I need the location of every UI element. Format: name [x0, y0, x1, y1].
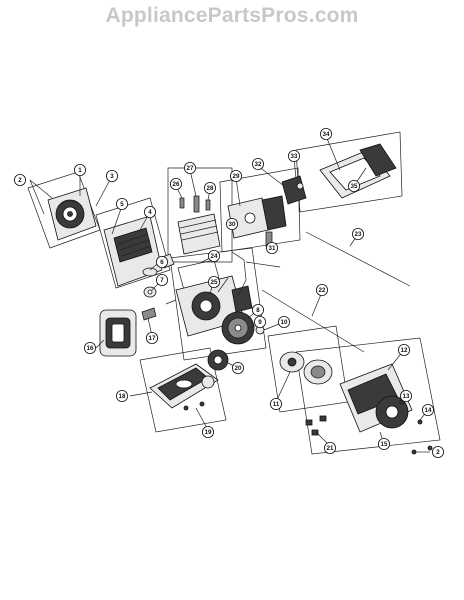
callout-bubble	[155, 255, 168, 268]
callout-label: 35	[351, 183, 358, 190]
part-fuel-tank	[149, 363, 219, 409]
callout-label: 11	[273, 401, 280, 408]
watermark: AppliancePartsPros.com	[105, 4, 359, 27]
part-pads	[305, 415, 327, 436]
part-linkage	[231, 251, 247, 297]
group-outlines	[27, 131, 441, 455]
callout-label: 3	[110, 173, 114, 180]
callout-label: 6	[160, 259, 164, 266]
callout-bubble	[397, 343, 410, 356]
callout-label: 22	[319, 287, 326, 294]
callout-label: 14	[425, 407, 432, 414]
callout-label: 23	[355, 231, 362, 238]
callout-bubble	[323, 441, 336, 454]
callout-label: 2	[18, 177, 22, 184]
callout-bubble	[399, 389, 412, 402]
callout-bubble	[265, 241, 278, 254]
callout-bubble	[116, 197, 129, 210]
callout-bubble	[183, 161, 196, 174]
callout-bubble	[253, 315, 266, 328]
callout-bubble	[145, 331, 158, 344]
part-recoil-starter	[47, 187, 97, 241]
callout-bubble	[315, 283, 328, 296]
callout-bubble	[351, 227, 364, 240]
callout-bubble	[74, 163, 87, 176]
part-carburetor	[227, 195, 287, 247]
callout-label: 10	[281, 319, 288, 326]
callout-label: 33	[291, 153, 298, 160]
callout-bubble	[377, 437, 390, 450]
callout-label: 4	[148, 209, 152, 216]
callout-label: 28	[207, 185, 214, 192]
callout-bubble	[201, 425, 214, 438]
callout-label: 31	[269, 245, 276, 252]
callout-label: 2	[436, 449, 440, 456]
callout-label: 16	[87, 345, 94, 352]
callout-bubble	[251, 157, 264, 170]
part-clip	[141, 307, 157, 321]
callout-bubble	[431, 445, 444, 458]
callout-bubble	[207, 249, 220, 262]
part-cylinder	[177, 195, 221, 255]
callout-bubble	[106, 169, 119, 182]
callout-bubble	[277, 315, 290, 328]
part-drive-housing	[339, 363, 413, 433]
callout-label: 32	[255, 161, 262, 168]
callout-label: 30	[229, 221, 236, 228]
callout-bubble	[231, 361, 244, 374]
part-clutch-drum	[279, 351, 333, 385]
part-clutch	[207, 349, 229, 371]
part-air-filter-cover	[99, 309, 137, 357]
callout-bubble	[155, 273, 168, 286]
callout-label: 24	[211, 253, 218, 260]
callout-label: 29	[233, 173, 240, 180]
callout-label: 21	[327, 445, 334, 452]
callout-label: 17	[149, 335, 156, 342]
callout-label: 12	[401, 347, 408, 354]
callout-label: 1	[78, 167, 82, 174]
callout-label: 7	[160, 277, 164, 284]
callout-label: 25	[211, 279, 218, 286]
callout-bubble	[143, 205, 156, 218]
part-stop-wire	[305, 231, 411, 287]
callout-bubble	[116, 389, 129, 402]
part-throttle-cable	[261, 289, 365, 353]
part-ignition-module	[281, 175, 307, 205]
callout-bubble	[421, 403, 434, 416]
callout-bubble	[319, 127, 332, 140]
part-screws	[183, 401, 205, 411]
callout-label: 18	[119, 393, 126, 400]
callout-bubble	[84, 341, 97, 354]
callout-bubble	[225, 217, 238, 230]
callout-label: 27	[187, 165, 194, 172]
callout-label: 20	[235, 365, 242, 372]
callout-label: 15	[381, 441, 388, 448]
callout-bubble	[203, 181, 216, 194]
callout-bubble	[251, 303, 264, 316]
callout-bubble	[347, 179, 360, 192]
callout-bubble	[13, 173, 26, 186]
callout-bubble	[269, 397, 282, 410]
callout-bubble	[229, 169, 242, 182]
callout-label: 9	[258, 319, 262, 326]
callout-label: 26	[173, 181, 180, 188]
callout-bubble	[169, 177, 182, 190]
callout-bubble	[207, 275, 220, 288]
callout-label: 8	[256, 307, 260, 314]
part-air-filter-housing	[319, 143, 397, 199]
callout-bubble	[287, 149, 300, 162]
callout-label: 34	[323, 131, 330, 138]
part-flywheel	[221, 311, 265, 345]
callout-label: 5	[120, 201, 124, 208]
callout-label: 19	[205, 429, 212, 436]
callout-label: 13	[403, 393, 410, 400]
